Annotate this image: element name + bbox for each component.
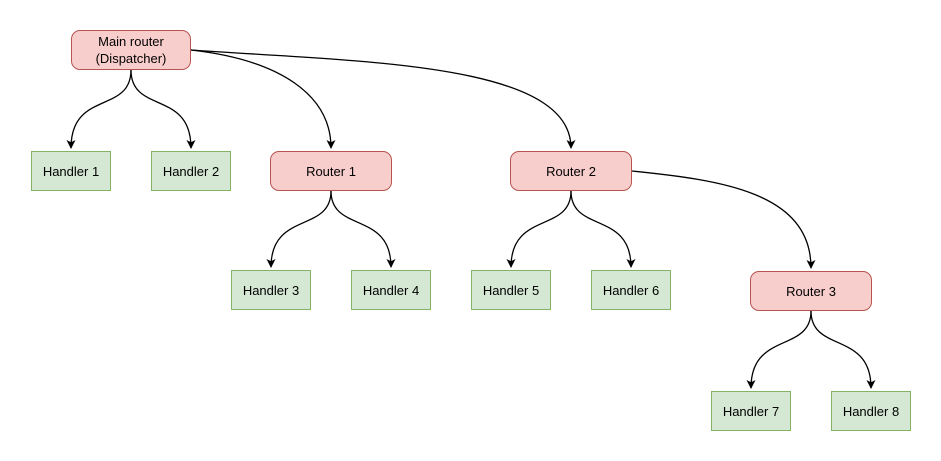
node-router-1-label: Router 1 (306, 163, 356, 179)
edge-main-to-handler2 (130, 69, 196, 149)
node-handler-3-label: Handler 3 (242, 282, 300, 298)
node-handler-6[interactable]: Handler 6 (591, 270, 671, 310)
edge-router3-to-handler7 (746, 310, 812, 389)
node-handler-8[interactable]: Handler 8 (831, 391, 911, 431)
edge-main-to-router2 (190, 49, 576, 149)
node-handler-6-label: Handler 6 (602, 282, 660, 298)
node-router-3-label: Router 3 (786, 283, 836, 299)
node-handler-7-label: Handler 7 (722, 403, 780, 419)
node-handler-7[interactable]: Handler 7 (711, 391, 791, 431)
node-router-2[interactable]: Router 2 (510, 151, 632, 191)
edge-main-to-handler1 (66, 69, 132, 149)
edge-router2-to-handler6 (570, 190, 636, 268)
node-router-3[interactable]: Router 3 (750, 271, 872, 311)
node-handler-2-label: Handler 2 (162, 163, 220, 179)
node-handler-5-label: Handler 5 (482, 282, 540, 298)
node-handler-2[interactable]: Handler 2 (151, 151, 231, 191)
node-handler-8-label: Handler 8 (842, 403, 900, 419)
node-main-router[interactable]: Main router (Dispatcher) (71, 30, 191, 70)
edge-router2-to-router3 (631, 170, 816, 269)
edge-router3-to-handler8 (810, 310, 876, 389)
node-handler-4-label: Handler 4 (362, 282, 420, 298)
node-router-1[interactable]: Router 1 (270, 151, 392, 191)
node-router-2-label: Router 2 (546, 163, 596, 179)
node-handler-4[interactable]: Handler 4 (351, 270, 431, 310)
edge-main-to-router1 (190, 49, 336, 149)
node-handler-1[interactable]: Handler 1 (31, 151, 111, 191)
node-handler-5[interactable]: Handler 5 (471, 270, 551, 310)
node-handler-1-label: Handler 1 (42, 163, 100, 179)
node-main-router-label: Main router (Dispatcher) (95, 34, 167, 66)
edge-router2-to-handler5 (506, 190, 572, 268)
edge-router1-to-handler4 (330, 190, 396, 268)
edge-router1-to-handler3 (266, 190, 332, 268)
node-handler-3[interactable]: Handler 3 (231, 270, 311, 310)
